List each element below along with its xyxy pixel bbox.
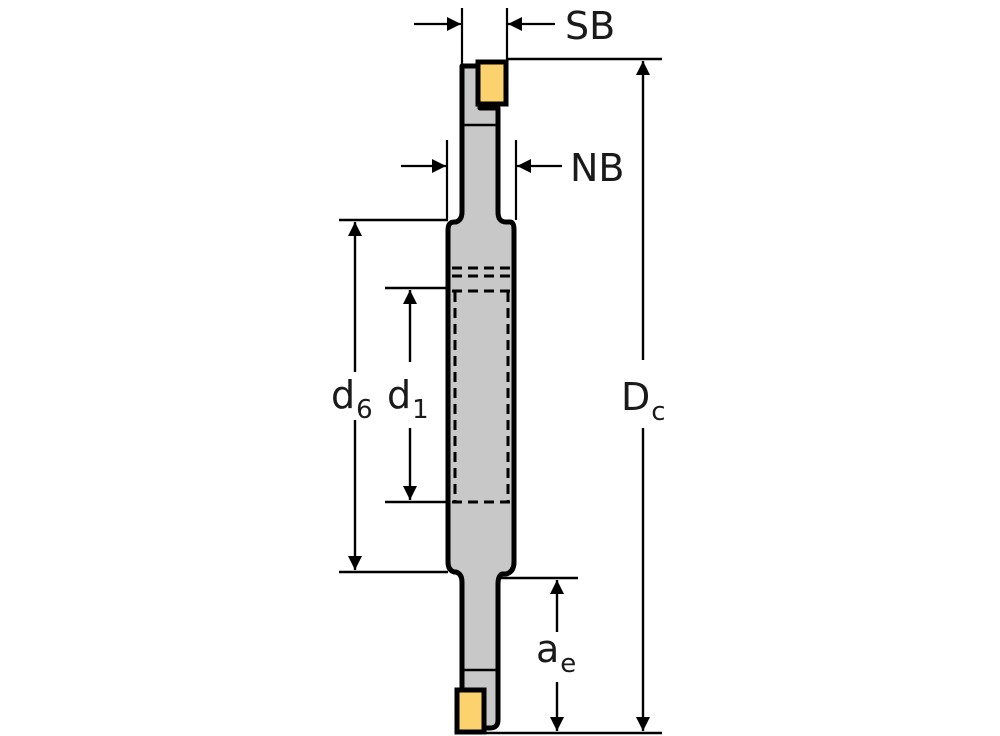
label-nb: NB — [570, 149, 625, 187]
label-dc-sub: c — [651, 397, 666, 427]
label-d6: d6 — [331, 373, 373, 423]
label-d1-main: d — [387, 373, 412, 417]
label-d6-sub: 6 — [356, 395, 373, 425]
d1-dimension — [385, 286, 450, 504]
nb-dimension — [401, 140, 562, 220]
d6-dimension — [339, 218, 448, 574]
label-d1-sub: 1 — [412, 395, 429, 425]
label-nb-main: NB — [570, 146, 625, 190]
label-ae: ae — [536, 627, 576, 677]
label-d1: d1 — [387, 373, 429, 423]
ae-dimension — [500, 576, 578, 731]
label-dc: Dc — [621, 375, 666, 425]
dc-dimension — [484, 57, 662, 735]
bore-hidden-lines — [452, 266, 512, 504]
sb-dimension — [414, 8, 555, 66]
label-sb-main: SB — [565, 4, 616, 48]
insert-bottom — [454, 687, 487, 735]
cutter-body — [445, 63, 517, 731]
label-d6-main: d — [331, 373, 356, 417]
label-ae-main: a — [536, 627, 560, 671]
label-dc-main: D — [621, 375, 651, 419]
insert-top — [475, 59, 509, 107]
label-ae-sub: e — [560, 649, 577, 679]
label-sb: SB — [565, 7, 615, 45]
